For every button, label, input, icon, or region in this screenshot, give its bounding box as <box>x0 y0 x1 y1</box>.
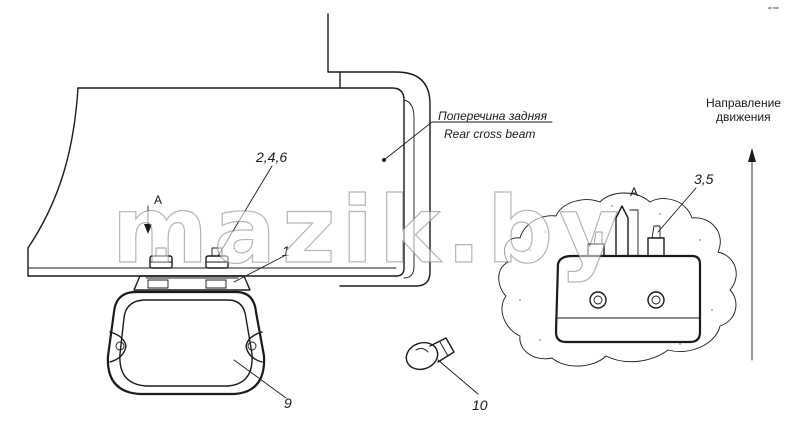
callout-10: 10 <box>437 359 488 413</box>
callout-10-label: 10 <box>472 397 488 413</box>
view-a-nut-left <box>589 291 607 309</box>
bolt-right <box>205 247 229 269</box>
callout-9-label: 9 <box>284 395 292 411</box>
view-a-arrow-left: A <box>144 193 162 234</box>
direction-label-line1: Направление <box>706 96 781 110</box>
view-a-label-left: A <box>154 193 162 207</box>
view-a-nut-right <box>647 291 665 309</box>
bolt-left <box>149 247 173 269</box>
cross-beam-label-ru: Поперечина задняя <box>438 109 548 123</box>
cross-beam-callout: Поперечина задняя Rear cross beam <box>382 109 553 162</box>
callout-1: 1 <box>233 243 290 283</box>
mounting-bolts <box>149 247 229 269</box>
view-a-label-right: A <box>630 185 638 199</box>
corner-mark: ᵃᵇ ᵇᵃᵇ <box>768 6 779 12</box>
watermark: mazik.by <box>112 177 625 284</box>
cross-beam-label-en: Rear cross beam <box>444 127 535 141</box>
direction-arrow-head <box>748 148 756 162</box>
callout-35: 3,5 <box>657 171 714 233</box>
callout-35-label: 3,5 <box>694 171 714 187</box>
lamp-bracket <box>133 275 251 291</box>
callout-dot <box>382 158 386 162</box>
travel-direction: Направление движения <box>706 96 781 361</box>
callout-1-label: 1 <box>282 243 290 259</box>
callout-9: 9 <box>233 359 292 411</box>
callout-246-label: 2,4,6 <box>255 149 287 165</box>
callout-246: 2,4,6 <box>217 149 287 257</box>
direction-label-line2: движения <box>716 110 771 124</box>
view-a-detail: A <box>498 185 737 367</box>
rear-lamp <box>106 290 266 396</box>
lamp-bulb <box>405 337 455 371</box>
frame-rail <box>27 13 431 287</box>
